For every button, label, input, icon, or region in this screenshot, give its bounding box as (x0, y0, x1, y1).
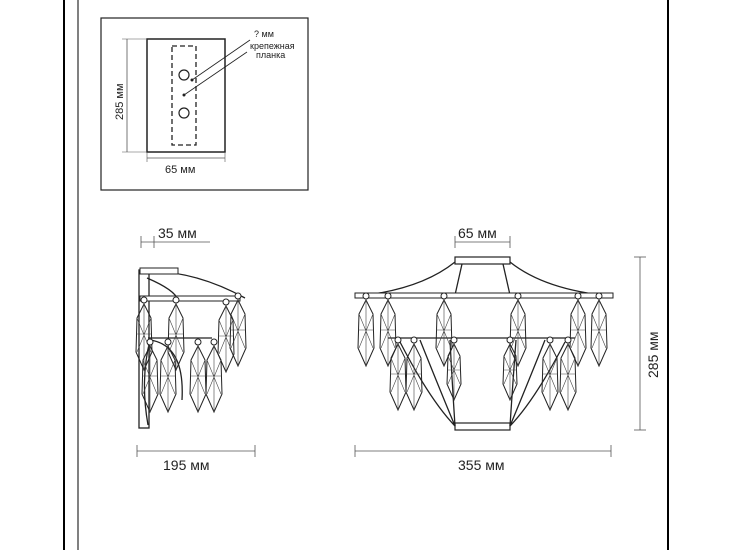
side-crystal-2 (167, 296, 185, 371)
bracket-label-line2: планка (256, 50, 285, 60)
front-bottom-plate (454, 422, 511, 431)
side-view: 35 мм 195 мм (135, 225, 256, 473)
mounting-bracket (171, 45, 197, 146)
front-crystal-1 (357, 292, 375, 367)
plate-width-label: 65 мм (165, 164, 195, 176)
side-crystal-7 (189, 338, 207, 413)
front-top-label: 65 мм (458, 225, 497, 241)
screw-hole-top (178, 69, 190, 81)
front-crystal-4 (509, 292, 527, 367)
front-crystal-5 (569, 292, 587, 367)
front-top-plate (454, 256, 511, 265)
side-top-label: 35 мм (158, 225, 197, 241)
side-bottom-label: 195 мм (163, 457, 210, 473)
mount-plate (146, 38, 226, 153)
bolt-leader (191, 39, 251, 81)
front-height-label: 285 мм (645, 332, 661, 379)
front-crystal-6 (590, 292, 608, 367)
front-crystal-8 (405, 336, 423, 411)
side-arm-cap (139, 267, 179, 275)
side-crystal-8 (205, 338, 223, 413)
mount-plate-inset: ? мм крепежная планка 285 мм 65 мм (100, 17, 309, 191)
bolt-label: ? мм (254, 29, 274, 39)
screw-hole-bottom (178, 107, 190, 119)
front-crystal-2 (379, 292, 397, 367)
side-crystal-6 (159, 338, 177, 413)
plate-height-label: 285 мм (114, 83, 126, 120)
front-crystal-3 (435, 292, 453, 367)
front-top-bar (354, 292, 614, 299)
bracket-label-line1: крепежная (250, 41, 295, 51)
front-crystal-11 (541, 336, 559, 411)
front-crystal-9 (446, 336, 462, 401)
side-crystal-3 (229, 292, 247, 367)
bracket-leader (183, 51, 248, 96)
front-view: 65 мм 355 мм 285 мм (354, 225, 661, 473)
front-bottom-label: 355 мм (458, 457, 505, 473)
